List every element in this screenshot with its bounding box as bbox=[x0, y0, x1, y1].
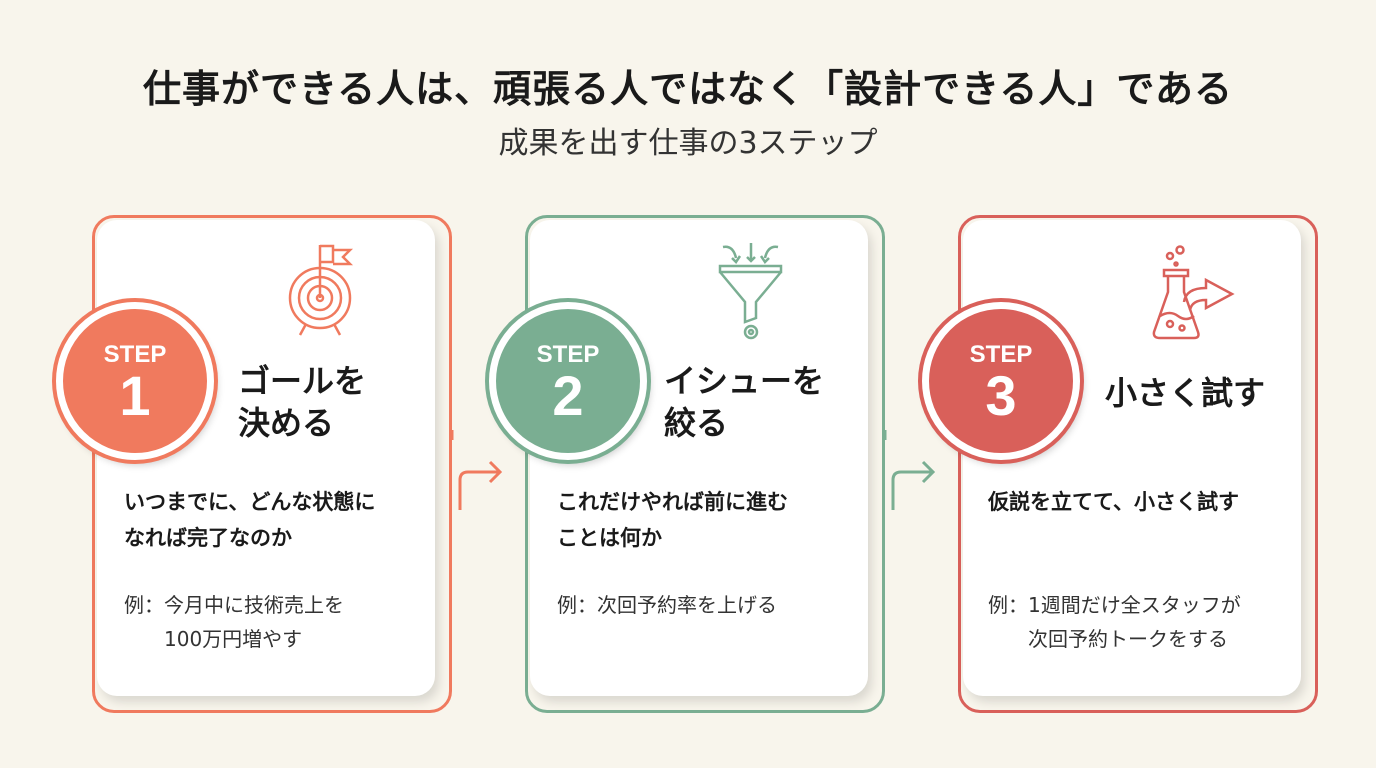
step-2-description: これだけやれば前に進むことは何か bbox=[557, 490, 788, 550]
funnel-icon bbox=[718, 243, 783, 340]
step-1-example: 例：今月中に技術売上を 100万円増やす bbox=[124, 593, 344, 651]
step-1-frame bbox=[92, 215, 452, 713]
page-subtitle: 成果を出す仕事の3ステップ bbox=[498, 126, 878, 161]
step-3-example: 例：1週間だけ全スタッフが 次回予約トークをする bbox=[988, 593, 1241, 651]
arrow-right-icon bbox=[883, 430, 936, 510]
step-2-card bbox=[530, 220, 868, 696]
step-3-card bbox=[963, 220, 1301, 696]
step-2-frame bbox=[525, 215, 885, 713]
step-1-card bbox=[97, 220, 435, 696]
step-3-frame bbox=[958, 215, 1318, 713]
step-2-example: 例：次回予約率を上げる bbox=[557, 593, 777, 617]
step-2-title: イシューを絞る bbox=[664, 362, 825, 442]
step-1-description: いつまでに、どんな状態になれば完了なのか bbox=[124, 490, 376, 550]
arrow-right-icon bbox=[450, 430, 503, 510]
step-3-description: 仮説を立てて、小さく試す bbox=[988, 490, 1239, 514]
step-1-title: ゴールを決める bbox=[238, 362, 367, 442]
flask-icon bbox=[1152, 245, 1235, 340]
step-3-title: 小さく試す bbox=[1105, 374, 1266, 412]
page-title: 仕事ができる人は、頑張る人ではなく「設計できる人」である bbox=[142, 67, 1234, 111]
target-flag-icon bbox=[288, 244, 354, 336]
